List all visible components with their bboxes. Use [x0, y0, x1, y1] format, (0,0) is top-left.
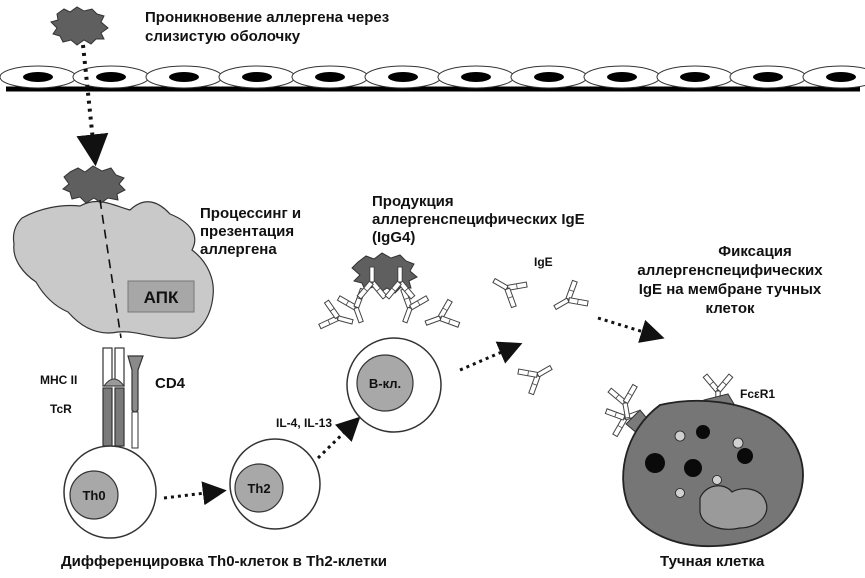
granule-light [674, 430, 686, 442]
label-production-line2: аллергенспецифических IgE [372, 211, 585, 228]
epithelial-nucleus [826, 72, 856, 82]
granule-light [675, 488, 685, 498]
label-penetration-line2: слизистую оболочку [145, 28, 301, 45]
epithelial-nucleus [680, 72, 710, 82]
epithelial-nucleus [607, 72, 637, 82]
label-fixation-line2: аллергенспецифических [637, 262, 823, 279]
granule-dark [737, 448, 753, 464]
label-mast-cell: Тучная клетка [660, 553, 765, 570]
mast-nucleus [699, 485, 768, 530]
label-cd4: CD4 [155, 375, 186, 392]
epithelial-nucleus [315, 72, 345, 82]
tcr [102, 387, 113, 447]
apc-cell [12, 200, 214, 339]
epithelial-nucleus [23, 72, 53, 82]
presentation-path [99, 199, 122, 339]
label-fixation-line1: Фиксация [718, 243, 791, 260]
arrow-bcell-ige [459, 341, 523, 372]
label-production-line3: (IgG4) [372, 229, 415, 246]
epithelial-nucleus [242, 72, 272, 82]
epithelial-nucleus [461, 72, 491, 82]
label-ige: IgE [534, 255, 553, 269]
cd4 [127, 355, 144, 413]
th2-cell [229, 438, 321, 530]
th2-label: Th2 [247, 481, 270, 496]
arrow-th0-th2 [163, 481, 227, 506]
arrow-th2-bcell [316, 416, 361, 460]
label-processing-line1: Процессинг и [200, 205, 301, 222]
allergen-processed [62, 165, 126, 204]
granule-dark [645, 453, 665, 473]
label-fixation-line4: клеток [706, 300, 755, 317]
label-interleukins: IL-4, IL-13 [276, 416, 332, 430]
label-mhc: MHC II [40, 373, 77, 387]
arrow-ige-mastcell [597, 316, 665, 343]
epithelial-nucleus [534, 72, 564, 82]
mast-cell [622, 399, 804, 548]
peptide [103, 378, 125, 387]
granule-dark [684, 459, 702, 477]
arrow-allergen-entry [76, 44, 109, 167]
b-cell [346, 337, 442, 433]
receptor-complex [102, 347, 144, 449]
th0-cell [63, 445, 157, 539]
mucosa-epithelium [0, 65, 865, 92]
granule-light [712, 475, 722, 485]
label-processing-line3: аллергена [200, 241, 277, 258]
label-penetration-line1: Проникновение аллергена через [145, 9, 389, 26]
allergen-top [50, 6, 109, 46]
bcell-label: B-кл. [369, 376, 401, 391]
label-differentiation: Дифференцировка Th0-клеток в Th2-клетки [61, 553, 387, 570]
label-processing-line2: презентация [200, 223, 294, 240]
label-production-line1: Продукция [372, 193, 454, 210]
granule-light [732, 437, 744, 449]
epithelial-nucleus [169, 72, 199, 82]
apc-label: АПК [144, 288, 179, 307]
epithelial-nucleus [96, 72, 126, 82]
apc-label-box [127, 280, 195, 313]
granule-dark [696, 425, 710, 439]
label-tcr: TcR [50, 402, 72, 416]
epithelial-nucleus [388, 72, 418, 82]
label-fceri: FcεR1 [740, 387, 775, 401]
th0-label: Th0 [82, 488, 105, 503]
free-ige-antibodies [486, 267, 591, 397]
label-fixation-line3: IgE на мембране тучных [639, 281, 822, 298]
epithelial-nucleus [753, 72, 783, 82]
